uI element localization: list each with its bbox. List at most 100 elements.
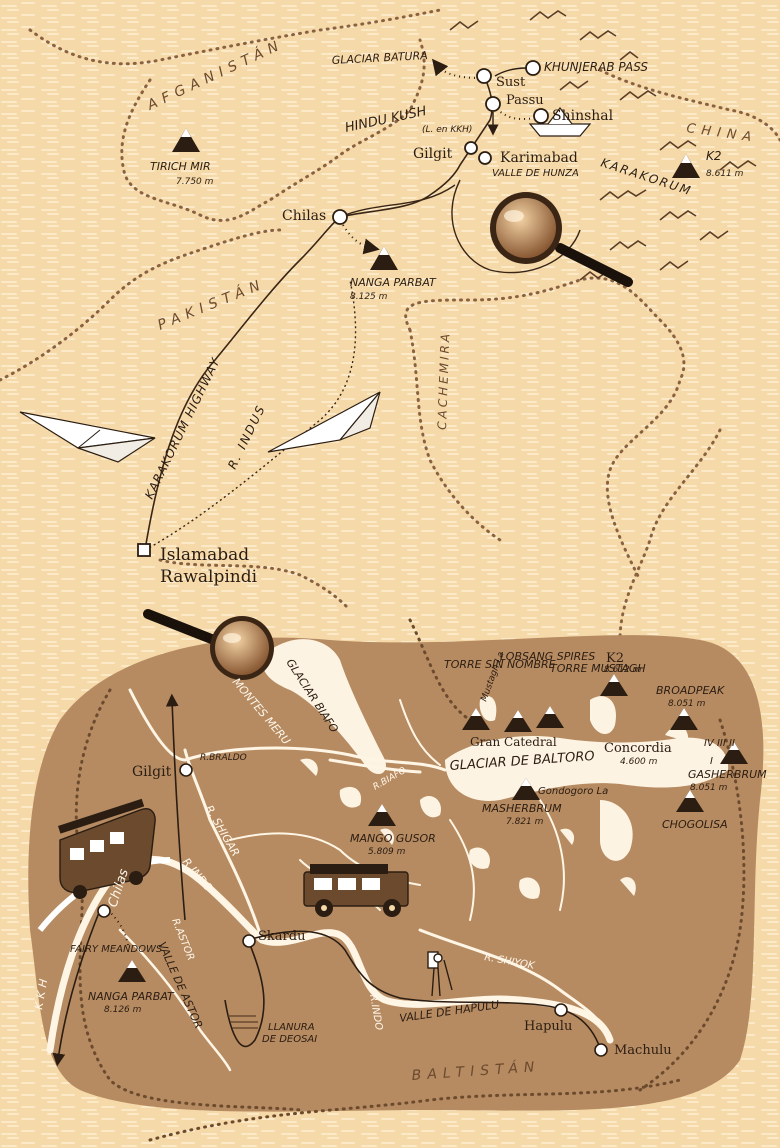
peak-name-nanga-top: NANGA PARBAT (350, 276, 437, 289)
place-llanura: LLANURA (268, 1022, 315, 1033)
place-glaciar-batura: GLACIAR BATURA (331, 49, 428, 67)
route-arrow-north (165, 693, 186, 921)
excursion-khunjerab (494, 67, 528, 77)
stop-islamabad (137, 543, 151, 557)
place-concordia-alt: 4.600 m (620, 757, 658, 767)
place-kkh: KKH (32, 974, 51, 1010)
baltistan-border-outer (74, 688, 302, 1112)
stop-chilas-bottom (97, 904, 111, 918)
place-skardu: Skardu (258, 929, 305, 944)
peak-icon-nanga-bottom (118, 960, 146, 982)
stop-passu (485, 96, 501, 112)
peak-icon-k2 (600, 674, 628, 696)
deosai-hatch (228, 1015, 258, 1029)
tributary-5 (539, 799, 565, 911)
stop-sust (476, 68, 492, 84)
stop-khunjerab (525, 60, 541, 76)
peak-label-gasherbrum: GASHERBRUM (688, 768, 767, 781)
peak-height-nanga-bottom: 8.126 m (104, 1005, 142, 1015)
peak-icon-tirich-mir (172, 128, 200, 152)
stop-hapulu (554, 1003, 568, 1017)
stop-chilas (332, 209, 348, 225)
place-machulu: Machulu (614, 1043, 672, 1058)
border-top-ridge (408, 618, 472, 722)
peak-height-masherbrum: 7.821 m (506, 817, 544, 827)
place-valle-hunza: VALLE DE HUNZA (492, 168, 579, 179)
route-fairy (107, 909, 129, 946)
region-cachemira: CACHEMIRA (435, 331, 452, 430)
river-shiyok (418, 928, 612, 1042)
bus-icon (58, 798, 156, 899)
border-indus-region (158, 558, 352, 612)
peak-label-chogolisa: CHOGOLISA (662, 818, 728, 831)
peak-label-broadpeak: BROADPEAK (656, 684, 725, 697)
peak-height-k2-top: 8.611 m (706, 169, 744, 179)
place-gasherbrum-roman: IV III II (704, 738, 735, 749)
place-khunjerab: KHUNJERAB PASS (544, 60, 648, 74)
river-indo-north (128, 688, 187, 762)
peak-label-k2: K2 (606, 651, 624, 666)
place-kkh-note: (L. en KKH) (422, 125, 472, 135)
peak-icon-gasherbrum (720, 742, 748, 764)
peak-height-gasherbrum: 8.051 m (690, 783, 728, 793)
peak-label-lobsang: LOBSANG SPIRES (500, 650, 595, 663)
glaciers (262, 639, 729, 899)
magnifier-icon-bottom (143, 609, 274, 680)
excursion-nanga (342, 224, 380, 255)
tributary-4 (449, 819, 475, 921)
glacier-baltoro (445, 736, 729, 801)
jeep-icon (303, 864, 409, 917)
peak-icon-nanga-top (370, 246, 398, 270)
paper-plane-icon-left (19, 411, 156, 463)
peak-label-masherbrum: MASHERBRUM (482, 802, 562, 815)
border-cachemira (404, 276, 686, 582)
paper-boat-icon (528, 107, 592, 137)
place-passu: Passu (506, 93, 544, 108)
place-gran-catedral: Gran Catedral (470, 735, 557, 749)
peak-label-torre-mustagh: TORRE MUSTAGH (550, 662, 646, 675)
stop-skardu (242, 934, 256, 948)
place-concordia: Concordia (604, 741, 672, 756)
place-deosai: DE DEOSAI (262, 1034, 317, 1045)
paper-plane-icon-right (267, 391, 381, 453)
glacier-biafo (262, 639, 386, 775)
baltistan-border-south (148, 1078, 682, 1142)
tributary-2 (399, 699, 441, 766)
peak-name-tirich-mir: TIRICH MIR (150, 160, 211, 173)
baltistan-border-right (638, 718, 746, 1092)
river-braldo (183, 746, 447, 772)
peaks-bottom (118, 674, 748, 982)
peak-icon-masherbrum (512, 778, 540, 800)
peak-height-tirich-mir: 7.750 m (176, 177, 214, 187)
peak-icon-broadpeak (670, 708, 698, 730)
stop-karimabad (478, 151, 492, 165)
place-islamabad: Islamabad (160, 545, 249, 565)
border-cachemira-inner (408, 328, 502, 542)
place-gilgit-bottom: Gilgit (132, 764, 172, 780)
peak-height-nanga-top: 8.125 m (350, 292, 388, 302)
border-china (598, 68, 780, 142)
mountain-hatching (449, 10, 757, 281)
place-chilas-top: Chilas (282, 208, 326, 224)
peak-label-torre-sin-nombre-1: TORRE SIN NOMBRE (444, 658, 556, 671)
peak-icon-k2-top (672, 154, 700, 178)
route-skardu-astor (224, 939, 265, 1048)
peak-icon-torre-mustagh (536, 706, 564, 728)
route-stops (137, 60, 549, 557)
magnifier-icon-top (490, 192, 633, 287)
hiker-icon (427, 951, 453, 997)
river-astor (118, 928, 232, 1072)
stop-shinshal (533, 108, 549, 124)
stop-gilgit-bottom (179, 763, 193, 777)
peak-icon-torre-sin-nombre (462, 708, 490, 730)
border-pakistan (0, 228, 282, 382)
border-afghanistan (28, 8, 442, 66)
excursion-shinshal (497, 109, 536, 120)
place-gilgit-top: Gilgit (413, 146, 453, 162)
bottom-map: GLACIAR BIAFO MONTES MERU TORRE SIN NOMB… (28, 609, 767, 1142)
river-biafo (328, 758, 422, 774)
place-fairy-meadows-1: FAIRY MEANDOWS (70, 944, 163, 955)
place-gondogoro: Gondogoro La (538, 786, 608, 797)
place-r-braldo: R.BRALDO (200, 753, 247, 763)
